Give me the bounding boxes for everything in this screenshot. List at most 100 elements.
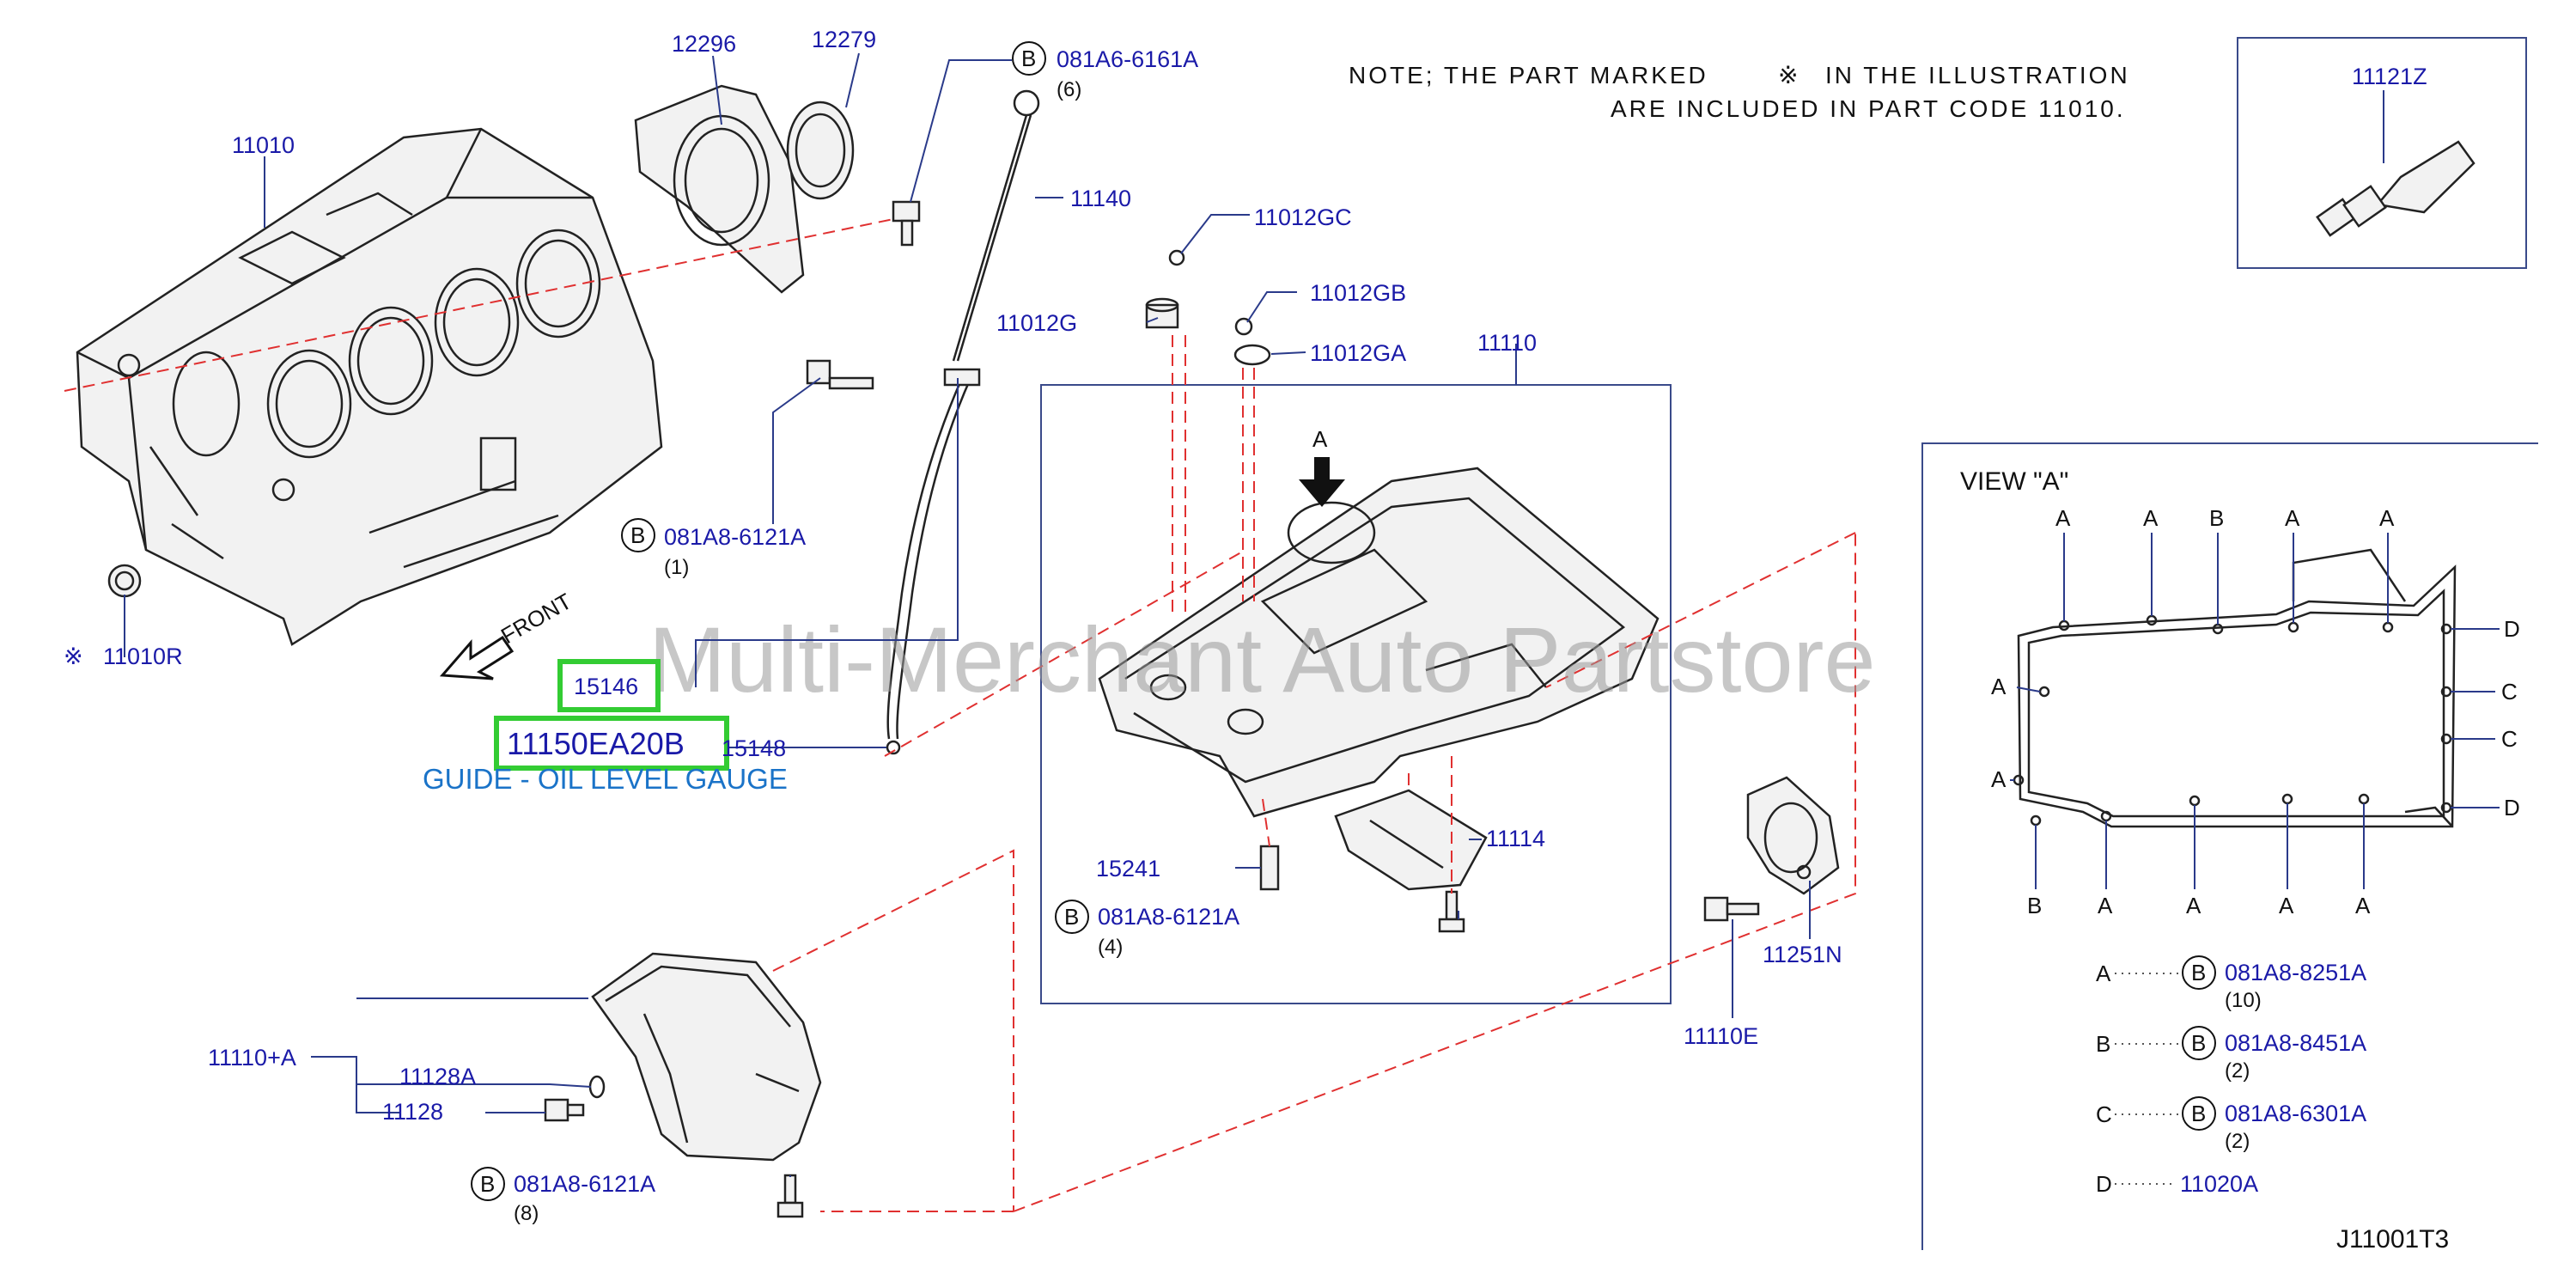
engine-block[interactable]: [76, 127, 663, 646]
qty-8: (8): [514, 1202, 539, 1225]
view-letter-top-4: A: [2285, 505, 2300, 531]
o-ring-11012ga[interactable]: [1233, 344, 1271, 366]
front-label: FRONT: [496, 588, 576, 649]
oil-seal[interactable]: [786, 101, 855, 200]
qty-1: (1): [664, 556, 689, 579]
bolt-symbol-6: B: [1021, 46, 1036, 71]
washer-11128a[interactable]: [588, 1075, 606, 1099]
seal-retainer[interactable]: [634, 84, 805, 294]
legend-part-d[interactable]: 11020A: [2180, 1171, 2258, 1197]
note-line-1b: IN THE ILLUSTRATION: [1825, 62, 2130, 88]
label-11110a[interactable]: 11110+A: [208, 1045, 296, 1071]
alignment-lines: [64, 218, 1856, 1212]
label-11128[interactable]: 11128: [382, 1099, 443, 1125]
oil-level-gauge-guide[interactable]: [886, 368, 981, 740]
o-ring-11012gb[interactable]: [1234, 317, 1253, 336]
view-letter-top-2: A: [2143, 505, 2159, 531]
bolt-11110e[interactable]: [1703, 896, 1760, 922]
qty-4: (4): [1098, 936, 1123, 959]
label-11012g[interactable]: 11012G: [996, 310, 1077, 336]
bolt-081a8-1[interactable]: [806, 359, 874, 390]
legend-part-b[interactable]: 081A8-8451A: [2225, 1030, 2366, 1056]
sealant-tube[interactable]: [2316, 140, 2476, 237]
label-081a8-6121a-8[interactable]: 081A8-6121A: [514, 1171, 655, 1197]
baffle-plate-11114[interactable]: [1334, 789, 1488, 891]
view-a-arrow-label: A: [1312, 426, 1328, 452]
bolt-symbol-circle-1: [621, 518, 655, 552]
drain-plug-11128[interactable]: [544, 1098, 585, 1122]
note-line-2: ARE INCLUDED IN PART CODE 11010.: [1611, 95, 2126, 122]
legend-bolt-circle-b: [2182, 1026, 2216, 1060]
guide-description: GUIDE - OIL LEVEL GAUGE: [423, 763, 788, 795]
legend-bolt-symbol-a: B: [2191, 960, 2206, 985]
bolt-symbol-8: B: [480, 1171, 495, 1197]
label-12279[interactable]: 12279: [812, 27, 876, 52]
legend-letter-a: A: [2096, 961, 2111, 986]
view-a-bolt-holes: [2013, 614, 2452, 827]
label-11010r-mark: ※: [64, 644, 83, 669]
note-mark: ※: [1778, 62, 1800, 88]
label-081a8-6121a-1[interactable]: 081A8-6121A: [664, 524, 806, 550]
label-11128a[interactable]: 11128A: [399, 1064, 476, 1089]
bolt-legend: A B 081A8-8251A (10) B B 081A8-8451A (2)…: [2096, 955, 2366, 1197]
label-11121z[interactable]: 11121Z: [2352, 64, 2427, 89]
bolt-081a8-4[interactable]: [1438, 890, 1465, 933]
view-letter-right-3: C: [2501, 726, 2518, 752]
qty-6: (6): [1057, 78, 1081, 101]
bolt-symbol-4: B: [1064, 904, 1079, 930]
legend-letter-c: C: [2096, 1101, 2112, 1127]
label-081a8-6121a-4[interactable]: 081A8-6121A: [1098, 904, 1239, 930]
oil-pan-upper[interactable]: [1098, 467, 1659, 818]
view-a-callout-leaders: [2010, 533, 2500, 889]
view-letter-bottom-1: B: [2027, 893, 2042, 918]
label-11010[interactable]: 11010: [232, 132, 295, 158]
legend-part-a[interactable]: 081A8-8251A: [2225, 960, 2366, 985]
o-ring-15148[interactable]: [886, 740, 901, 755]
bolt-symbol-circle-4: [1055, 900, 1089, 934]
label-11114[interactable]: 11114: [1486, 826, 1545, 851]
view-letter-bottom-5: A: [2355, 893, 2371, 918]
view-letter-left-2: A: [1991, 766, 2007, 792]
label-081a6-6161a[interactable]: 081A6-6161A: [1057, 46, 1198, 72]
note-line-1: NOTE; THE PART MARKED: [1349, 62, 1708, 88]
part-labels: 11010 12296 12279 ※ 11010R B 081A6-6161A…: [64, 27, 1842, 1225]
stud-15241[interactable]: [1259, 845, 1280, 891]
legend-qty-a: (10): [2225, 989, 2262, 1012]
view-a-gasket: [2017, 548, 2457, 828]
label-11251n[interactable]: 11251N: [1763, 942, 1842, 967]
plug-11010r[interactable]: [107, 564, 142, 598]
legend-part-c[interactable]: 081A8-6301A: [2225, 1101, 2366, 1126]
label-15146[interactable]: 15146: [574, 674, 638, 699]
label-11012gb[interactable]: 11012GB: [1310, 280, 1406, 306]
leader-lines: [124, 52, 1811, 1177]
label-12296[interactable]: 12296: [672, 31, 736, 57]
label-11110e[interactable]: 11110E: [1684, 1023, 1758, 1049]
legend-qty-b: (2): [2225, 1059, 2250, 1083]
bolt-081a6[interactable]: [892, 200, 921, 247]
highlight-11150ea20b: [494, 716, 729, 771]
label-11012gc[interactable]: 11012GC: [1254, 204, 1352, 230]
oil-level-gauge[interactable]: [952, 89, 1040, 362]
diagram-code: J11001T3: [2336, 1225, 2449, 1254]
view-letter-right-1: D: [2504, 616, 2520, 642]
label-15241[interactable]: 15241: [1096, 856, 1160, 882]
sealant-box: [2237, 37, 2527, 269]
legend-bolt-symbol-c: B: [2191, 1101, 2206, 1126]
label-11110[interactable]: 11110: [1477, 330, 1537, 356]
bolt-081a8-8[interactable]: [776, 1174, 804, 1218]
legend-bolt-symbol-b: B: [2191, 1030, 2206, 1056]
plug-11012g[interactable]: [1145, 297, 1179, 329]
label-11150ea20b[interactable]: 11150EA20B: [507, 726, 685, 761]
legend-bolt-circle-c: [2182, 1096, 2216, 1131]
label-15148[interactable]: 15148: [722, 735, 786, 761]
label-11012ga[interactable]: 11012GA: [1310, 340, 1406, 366]
legend-bolt-circle-a: [2182, 955, 2216, 990]
o-ring-11012gc[interactable]: [1168, 249, 1185, 266]
oil-pan-lower[interactable]: [591, 952, 822, 1162]
label-11140[interactable]: 11140: [1070, 186, 1131, 211]
view-a-frame: [1921, 442, 2538, 1250]
view-a-letters: A A B A A A A D C C D B A A A A: [1991, 505, 2520, 918]
label-11010r[interactable]: 11010R: [103, 644, 183, 669]
cover-11251n[interactable]: [1746, 776, 1840, 895]
bolt-symbol-circle-8: [471, 1167, 505, 1201]
